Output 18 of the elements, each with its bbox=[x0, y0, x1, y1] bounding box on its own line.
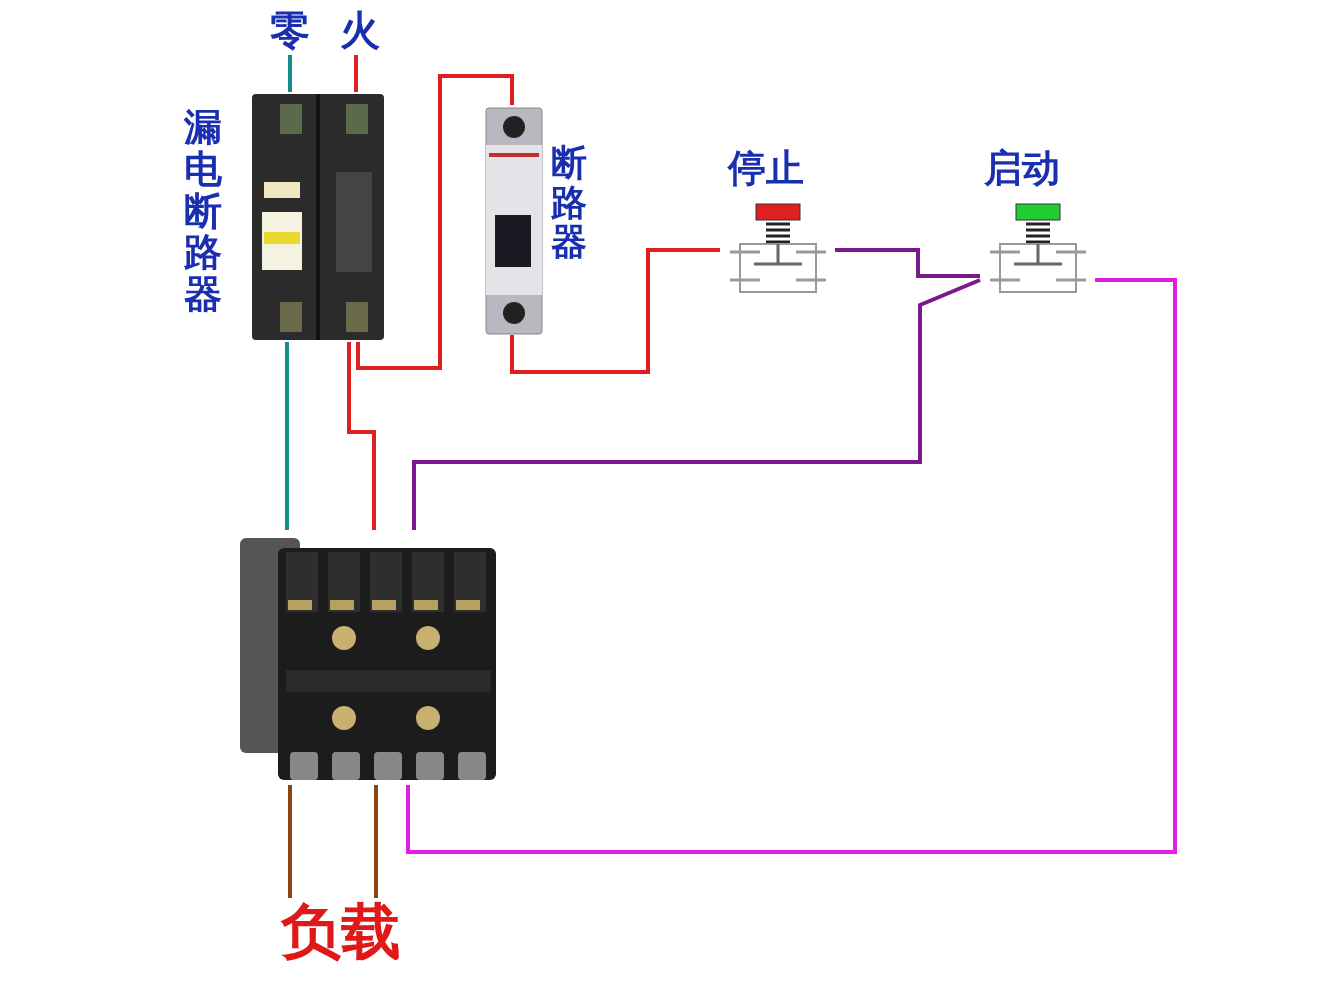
wire bbox=[412, 278, 981, 530]
wire bbox=[285, 342, 289, 530]
wire bbox=[356, 74, 514, 370]
wire bbox=[374, 785, 378, 898]
wire bbox=[510, 248, 720, 374]
device-label: 漏电断路器 bbox=[184, 107, 223, 316]
button-label: 启动 bbox=[984, 148, 1061, 190]
terminal-label: 火 bbox=[339, 8, 381, 52]
load-label: 负载 bbox=[279, 898, 402, 964]
wire bbox=[406, 278, 1177, 854]
wire bbox=[347, 342, 376, 530]
terminal-label: 零 bbox=[269, 8, 311, 52]
button-label: 停止 bbox=[728, 148, 805, 190]
wire bbox=[354, 55, 358, 92]
device-label: 断路器 bbox=[551, 143, 588, 262]
wire bbox=[288, 785, 292, 898]
wire bbox=[835, 248, 980, 278]
wire bbox=[288, 55, 292, 92]
